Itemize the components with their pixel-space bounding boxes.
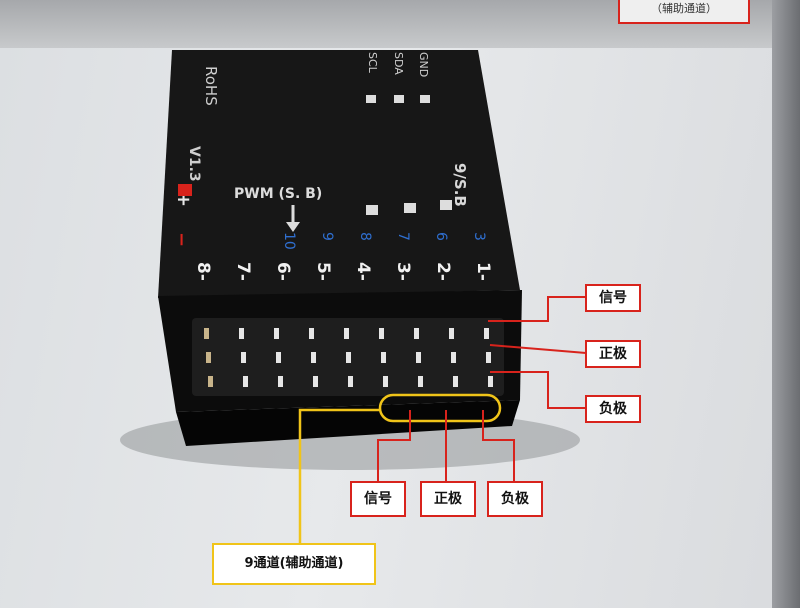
header-pin (243, 376, 248, 387)
label-positive-bottom: 正极 (420, 481, 476, 517)
channel-number: 7- (233, 262, 253, 281)
header-pin (344, 328, 349, 339)
header-pin (348, 376, 353, 387)
pwm-label: PWM (S. B) (234, 186, 322, 202)
header-pin (381, 352, 386, 363)
label-signal-bottom: 信号 (350, 481, 406, 517)
blue-number-row: 3 6 7 8 9 10 (281, 232, 487, 250)
channel-number: 4- (353, 262, 373, 281)
header-pin (241, 352, 246, 363)
header-pin (239, 328, 244, 339)
header-pin (204, 328, 209, 339)
header-pin (346, 352, 351, 363)
header-pin (276, 352, 281, 363)
right-leader-lines (488, 296, 587, 409)
header-pin (379, 328, 384, 339)
aux-leader-line (298, 408, 380, 548)
pin-label-gnd: GND (417, 52, 430, 77)
top-pads (366, 95, 452, 215)
blue-channel-number: 10 (281, 232, 297, 250)
blue-channel-number: 6 (433, 232, 449, 241)
signal-symbol (178, 184, 192, 196)
channel-number: 5- (313, 262, 333, 281)
top-page-label: （辅助通道） (618, 0, 750, 24)
blue-channel-number: 9 (319, 232, 335, 241)
pin-label-sda: SDA (392, 52, 405, 75)
header-pins (204, 328, 493, 387)
bottom-leader-lines (377, 410, 515, 482)
pin-label-scl: SCL (366, 52, 379, 74)
header-pin (449, 328, 454, 339)
label-negative-right: 负极 (585, 395, 641, 423)
header-pin (416, 352, 421, 363)
header-pin (208, 376, 213, 387)
header-pin (414, 328, 419, 339)
header-pin (418, 376, 423, 387)
header-pin (274, 328, 279, 339)
label-positive-right: 正极 (585, 340, 641, 368)
pwm-arrow-head (286, 222, 300, 232)
blue-channel-number: 7 (395, 232, 411, 241)
header-pin (451, 352, 456, 363)
blue-channel-number: 8 (357, 232, 373, 241)
header-pin (206, 352, 211, 363)
header-pin (488, 376, 493, 387)
header-pin (383, 376, 388, 387)
aux-pin-highlight-oval (378, 393, 502, 423)
label-aux-channel: 9通道(辅助通道) (212, 543, 376, 585)
blue-channel-number: 3 (471, 232, 487, 241)
book-spine-shadow (772, 0, 800, 608)
channel-number-row: 1- 2- 3- 4- 5- 6- 7- 8- (193, 262, 493, 281)
header-pin (278, 376, 283, 387)
channel-number: 1- (473, 262, 493, 281)
header-pin (484, 328, 489, 339)
header-pin (313, 376, 318, 387)
polarity-minus: − (171, 232, 192, 247)
sb-label: 9/S.B (451, 163, 469, 207)
label-negative-bottom: 负极 (487, 481, 543, 517)
channel-number: 3- (393, 262, 413, 281)
header-pin (311, 352, 316, 363)
version-text: V1.3 (186, 146, 202, 182)
rohs-text: RoHS (202, 66, 220, 106)
channel-number: 8- (193, 262, 213, 281)
header-pin (486, 352, 491, 363)
channel-number: 2- (433, 262, 453, 281)
label-signal-right: 信号 (585, 284, 641, 312)
device-bottom-edge (176, 400, 520, 446)
header-pin (309, 328, 314, 339)
device-top-face (158, 50, 520, 298)
header-pin (453, 376, 458, 387)
channel-number: 6- (273, 262, 293, 281)
